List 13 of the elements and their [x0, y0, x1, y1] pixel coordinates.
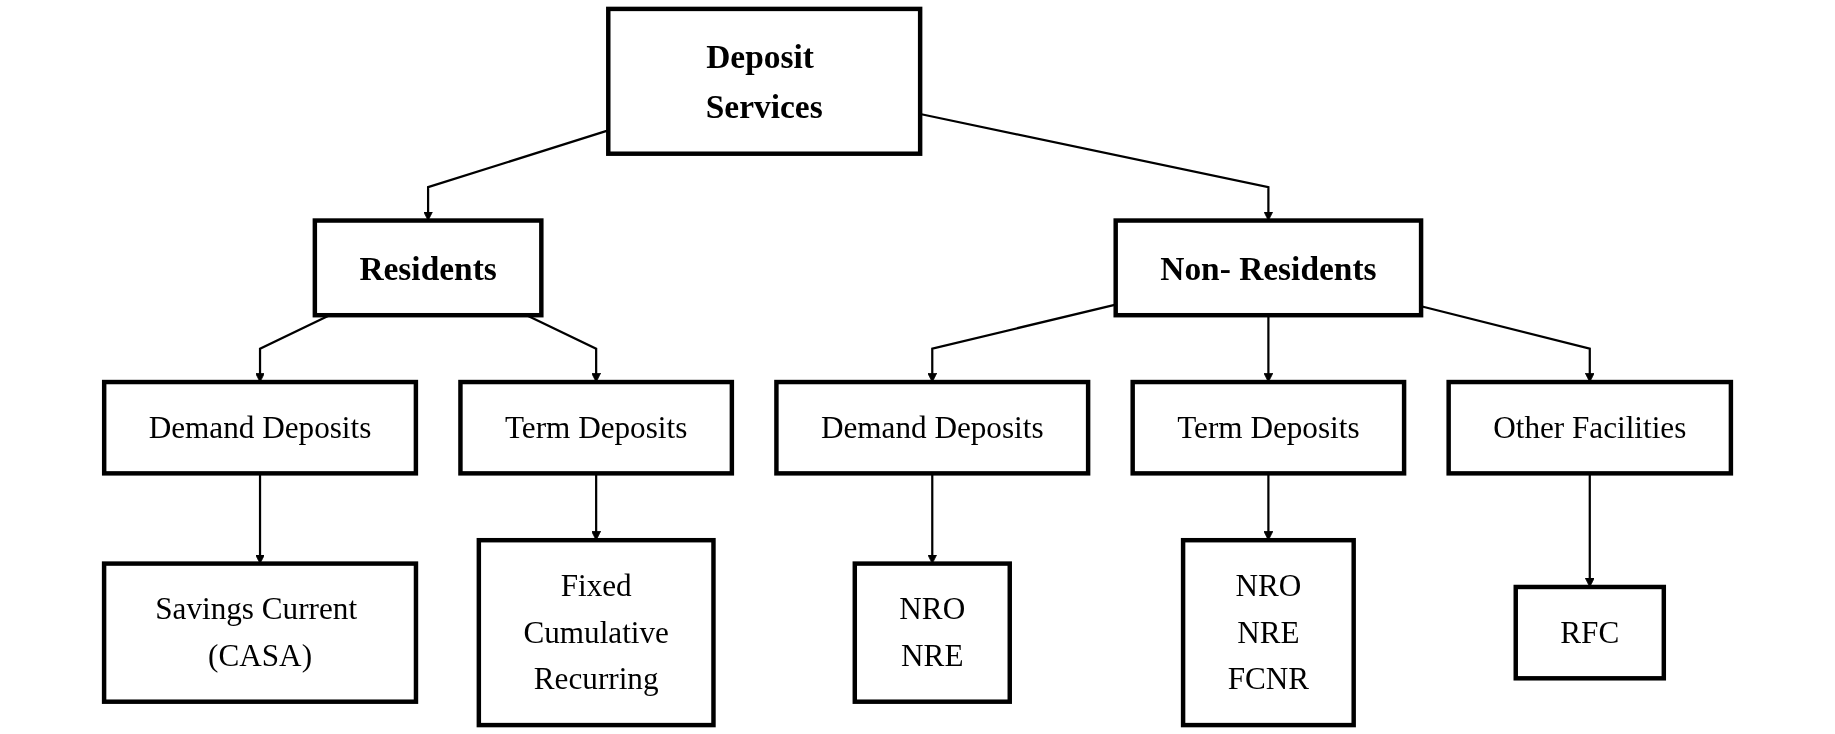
node-box: Demand Deposits — [101, 379, 419, 476]
node-box: Term Deposits — [1130, 379, 1407, 476]
node-box: Demand Deposits — [774, 379, 1091, 476]
node-box: Term Deposits — [458, 379, 735, 476]
node-box: Savings Current (CASA) — [101, 561, 419, 704]
node-box: Other Facilities — [1446, 379, 1734, 476]
node-box: NRO NRE — [852, 561, 1012, 704]
node-box: NRO NRE FCNR — [1180, 537, 1356, 728]
node-box: Non- Residents — [1113, 218, 1424, 318]
node-box: Residents — [312, 218, 544, 318]
node-box: Fixed Cumulative Recurring — [476, 537, 716, 728]
node-box: RFC — [1513, 584, 1667, 681]
node-box: Deposit Services — [606, 6, 923, 156]
